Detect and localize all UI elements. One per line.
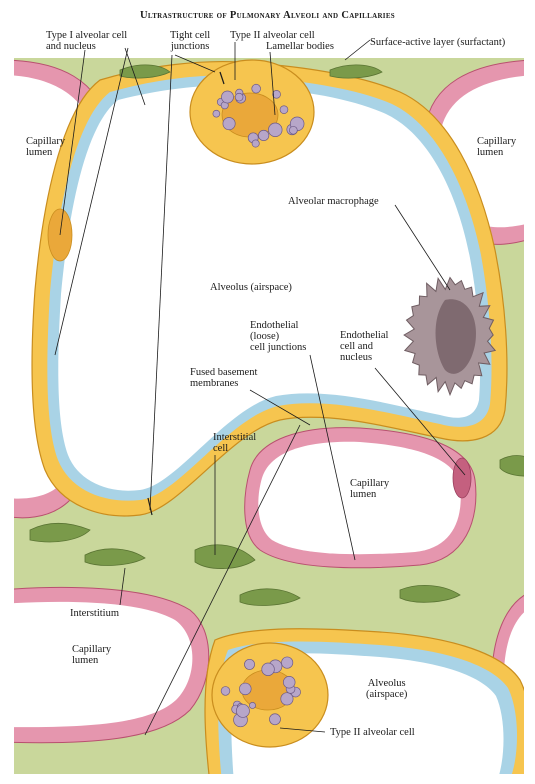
lamellar-body	[222, 117, 236, 131]
capillary-center	[244, 427, 477, 569]
interstitial-cells	[29, 64, 524, 606]
lamellar-body	[251, 139, 260, 148]
label-alveolus-bottom: Alveolus (airspace)	[366, 678, 408, 700]
type2-cell-top	[189, 59, 315, 165]
lamellar-body	[281, 656, 294, 669]
label-alveolus-main: Alveolus (airspace)	[210, 282, 292, 293]
lamellar-bodies-top	[212, 83, 305, 148]
lamellar-body	[268, 122, 283, 137]
alveolar-macrophage	[403, 276, 497, 397]
lamellar-body	[244, 658, 255, 670]
alveolus-main	[31, 60, 508, 517]
label-endothelial-cell: Endothelial cell and nucleus	[340, 330, 389, 363]
label-type2-cell-top: Type II alveolar cell	[230, 30, 315, 41]
label-interstitial-cell: Interstitial cell	[213, 432, 257, 454]
label-lamellar-bodies: Lamellar bodies	[266, 41, 334, 52]
label-capillary-lumen-right: Capillary lumen	[477, 136, 517, 158]
label-endothelial-junctions: Endothelial (loose) cell junctions	[250, 320, 307, 353]
lamellar-body	[249, 702, 256, 709]
label-type1-cell: Type I alveolar cell and nucleus	[46, 30, 128, 52]
tight-junction-marks	[147, 71, 225, 516]
lamellar-body	[280, 692, 294, 706]
lamellar-body	[220, 686, 231, 696]
label-interstitium: Interstitium	[70, 608, 119, 619]
label-capillary-lumen-bottom: Capillary lumen	[72, 644, 112, 666]
lamellar-body	[221, 90, 234, 104]
lamellar-body	[235, 703, 250, 718]
label-tight-junctions: Tight cell junctions	[170, 30, 211, 52]
lamellar-body	[239, 682, 252, 696]
label-type2-cell-bottom: Type II alveolar cell	[330, 727, 415, 738]
label-capillary-lumen-left: Capillary lumen	[26, 136, 66, 158]
lamellar-body	[289, 125, 298, 135]
type2-cell-bottom	[211, 642, 329, 748]
lamellar-body	[251, 83, 261, 94]
lamellar-body	[279, 105, 289, 114]
lamellar-body	[282, 676, 296, 689]
figure-title: Ultrastructure of Pulmonary Alveoli and …	[139, 10, 395, 21]
lamellar-body	[212, 109, 221, 118]
endothelial-nucleus	[452, 457, 472, 499]
lamellar-bodies-bottom	[220, 656, 301, 728]
lamellar-body	[261, 662, 275, 676]
lamellar-body	[269, 713, 281, 726]
capillary-bottom-left	[14, 586, 210, 744]
label-capillary-lumen-center: Capillary lumen	[350, 478, 390, 500]
lamellar-body	[234, 92, 244, 102]
lamellar-body	[272, 90, 281, 99]
leader-lines	[54, 39, 466, 736]
label-surfactant: Surface-active layer (surfactant)	[370, 37, 506, 48]
label-fused-membranes: Fused basement membranes	[190, 367, 258, 389]
label-alveolar-macrophage: Alveolar macrophage	[288, 196, 379, 207]
lamellar-body	[258, 129, 270, 141]
